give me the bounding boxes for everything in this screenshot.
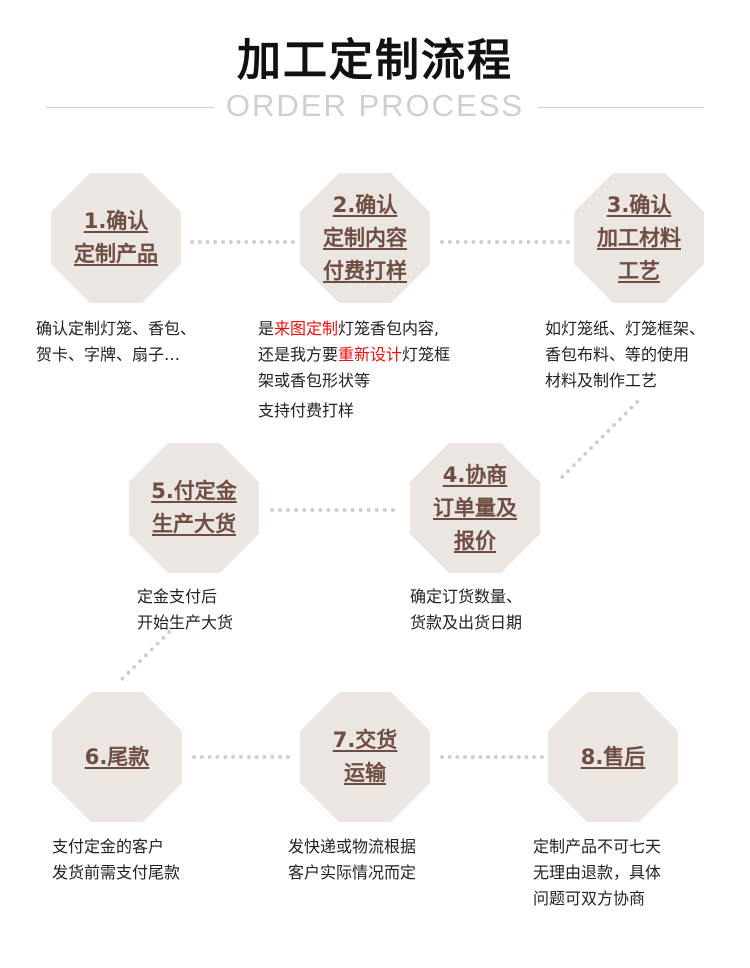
step-8-desc-line: 无理由退款，具体 (533, 863, 662, 882)
step-5-desc-line: 定金支付后 (137, 587, 218, 606)
step-3-label: 3.确认 加工材料 工艺 (597, 192, 681, 283)
connector-2-3 (440, 240, 570, 244)
step-4-octagon: 4.协商 订单量及 报价 (410, 443, 540, 573)
step-6-desc-line: 发货前需支付尾款 (52, 863, 181, 882)
rule-left (46, 107, 214, 108)
step-4-label: 4.协商 订单量及 报价 (433, 462, 517, 553)
highlight-text: 重新设计 (338, 345, 403, 364)
step-3-desc-line: 材料及制作工艺 (545, 371, 658, 390)
highlight-text: 来图定制 (274, 319, 339, 338)
step-8-desc-line: 定制产品不可七天 (533, 837, 662, 856)
step-2-desc-line-3: 架或香包形状等 (258, 371, 371, 390)
page-subtitle: ORDER PROCESS (225, 88, 525, 123)
step-5-octagon: 5.付定金 生产大货 (129, 443, 259, 573)
step-7-label: 7.交货 运输 (332, 728, 398, 785)
step-2-desc: 是来图定制灯笼香包内容, 还是我方要重新设计灯笼框 架或香包形状等 支持付费打样 (258, 316, 450, 424)
connector-5-6 (119, 629, 172, 682)
step-2-desc-line-4: 支持付费打样 (258, 401, 355, 420)
connector-4-5 (270, 508, 395, 512)
step-3-octagon: 3.确认 加工材料 工艺 (574, 173, 704, 303)
step-7-octagon: 7.交货 运输 (300, 692, 430, 822)
step-7-desc: 发快递或物流根据 客户实际情况而定 (288, 834, 416, 886)
step-4-desc: 确定订货数量、 货款及出货日期 (410, 584, 522, 636)
step-1-desc: 确认定制灯笼、香包、 贺卡、字牌、扇子… (36, 316, 196, 368)
step-2-desc-line-1: 是来图定制灯笼香包内容, (258, 316, 450, 342)
connector-3-4 (559, 399, 640, 480)
desc-text: 灯笼框 (402, 345, 451, 364)
step-5-label: 5.付定金 生产大货 (151, 479, 237, 536)
step-2-desc-line-2: 还是我方要重新设计灯笼框 (258, 342, 450, 368)
desc-text: 灯笼香包内容, (338, 319, 440, 338)
step-3-desc-line: 如灯笼纸、灯笼框架、 (545, 319, 706, 338)
step-8-label: 8.售后 (580, 744, 646, 769)
step-3-desc: 如灯笼纸、灯笼框架、 香包布料、等的使用 材料及制作工艺 (545, 316, 705, 394)
step-8-desc: 定制产品不可七天 无理由退款，具体 问题可双方协商 (533, 834, 661, 912)
rule-right (538, 107, 704, 108)
step-2-label: 2.确认 定制内容 付费打样 (323, 192, 407, 283)
step-4-desc-line: 确定订货数量、 (410, 587, 523, 606)
page-title: 加工定制流程 (237, 35, 513, 86)
step-1-desc-line: 确认定制灯笼、香包、 (36, 319, 197, 338)
step-7-desc-line: 发快递或物流根据 (288, 837, 417, 856)
step-5-desc: 定金支付后 开始生产大货 (137, 584, 233, 636)
step-7-desc-line: 客户实际情况而定 (288, 863, 417, 882)
step-8-octagon: 8.售后 (548, 692, 678, 822)
desc-text: 还是我方要 (258, 345, 339, 364)
connector-1-2 (190, 240, 295, 244)
step-6-desc: 支付定金的客户 发货前需支付尾款 (52, 834, 180, 886)
step-6-desc-line: 支付定金的客户 (52, 837, 165, 856)
desc-text: 是 (258, 319, 275, 338)
step-8-desc-line: 问题可双方协商 (533, 889, 646, 908)
step-2-octagon: 2.确认 定制内容 付费打样 (300, 173, 430, 303)
connector-7-8 (440, 755, 544, 759)
step-5-desc-line: 开始生产大货 (137, 613, 234, 632)
step-4-desc-line: 货款及出货日期 (410, 613, 523, 632)
step-6-label: 6.尾款 (84, 744, 150, 769)
step-6-octagon: 6.尾款 (52, 692, 182, 822)
connector-6-7 (192, 755, 290, 759)
step-1-desc-line: 贺卡、字牌、扇子… (36, 345, 181, 364)
step-1-octagon: 1.确认 定制产品 (51, 173, 181, 303)
step-1-label: 1.确认 定制产品 (74, 209, 158, 266)
step-3-desc-line: 香包布料、等的使用 (545, 345, 690, 364)
